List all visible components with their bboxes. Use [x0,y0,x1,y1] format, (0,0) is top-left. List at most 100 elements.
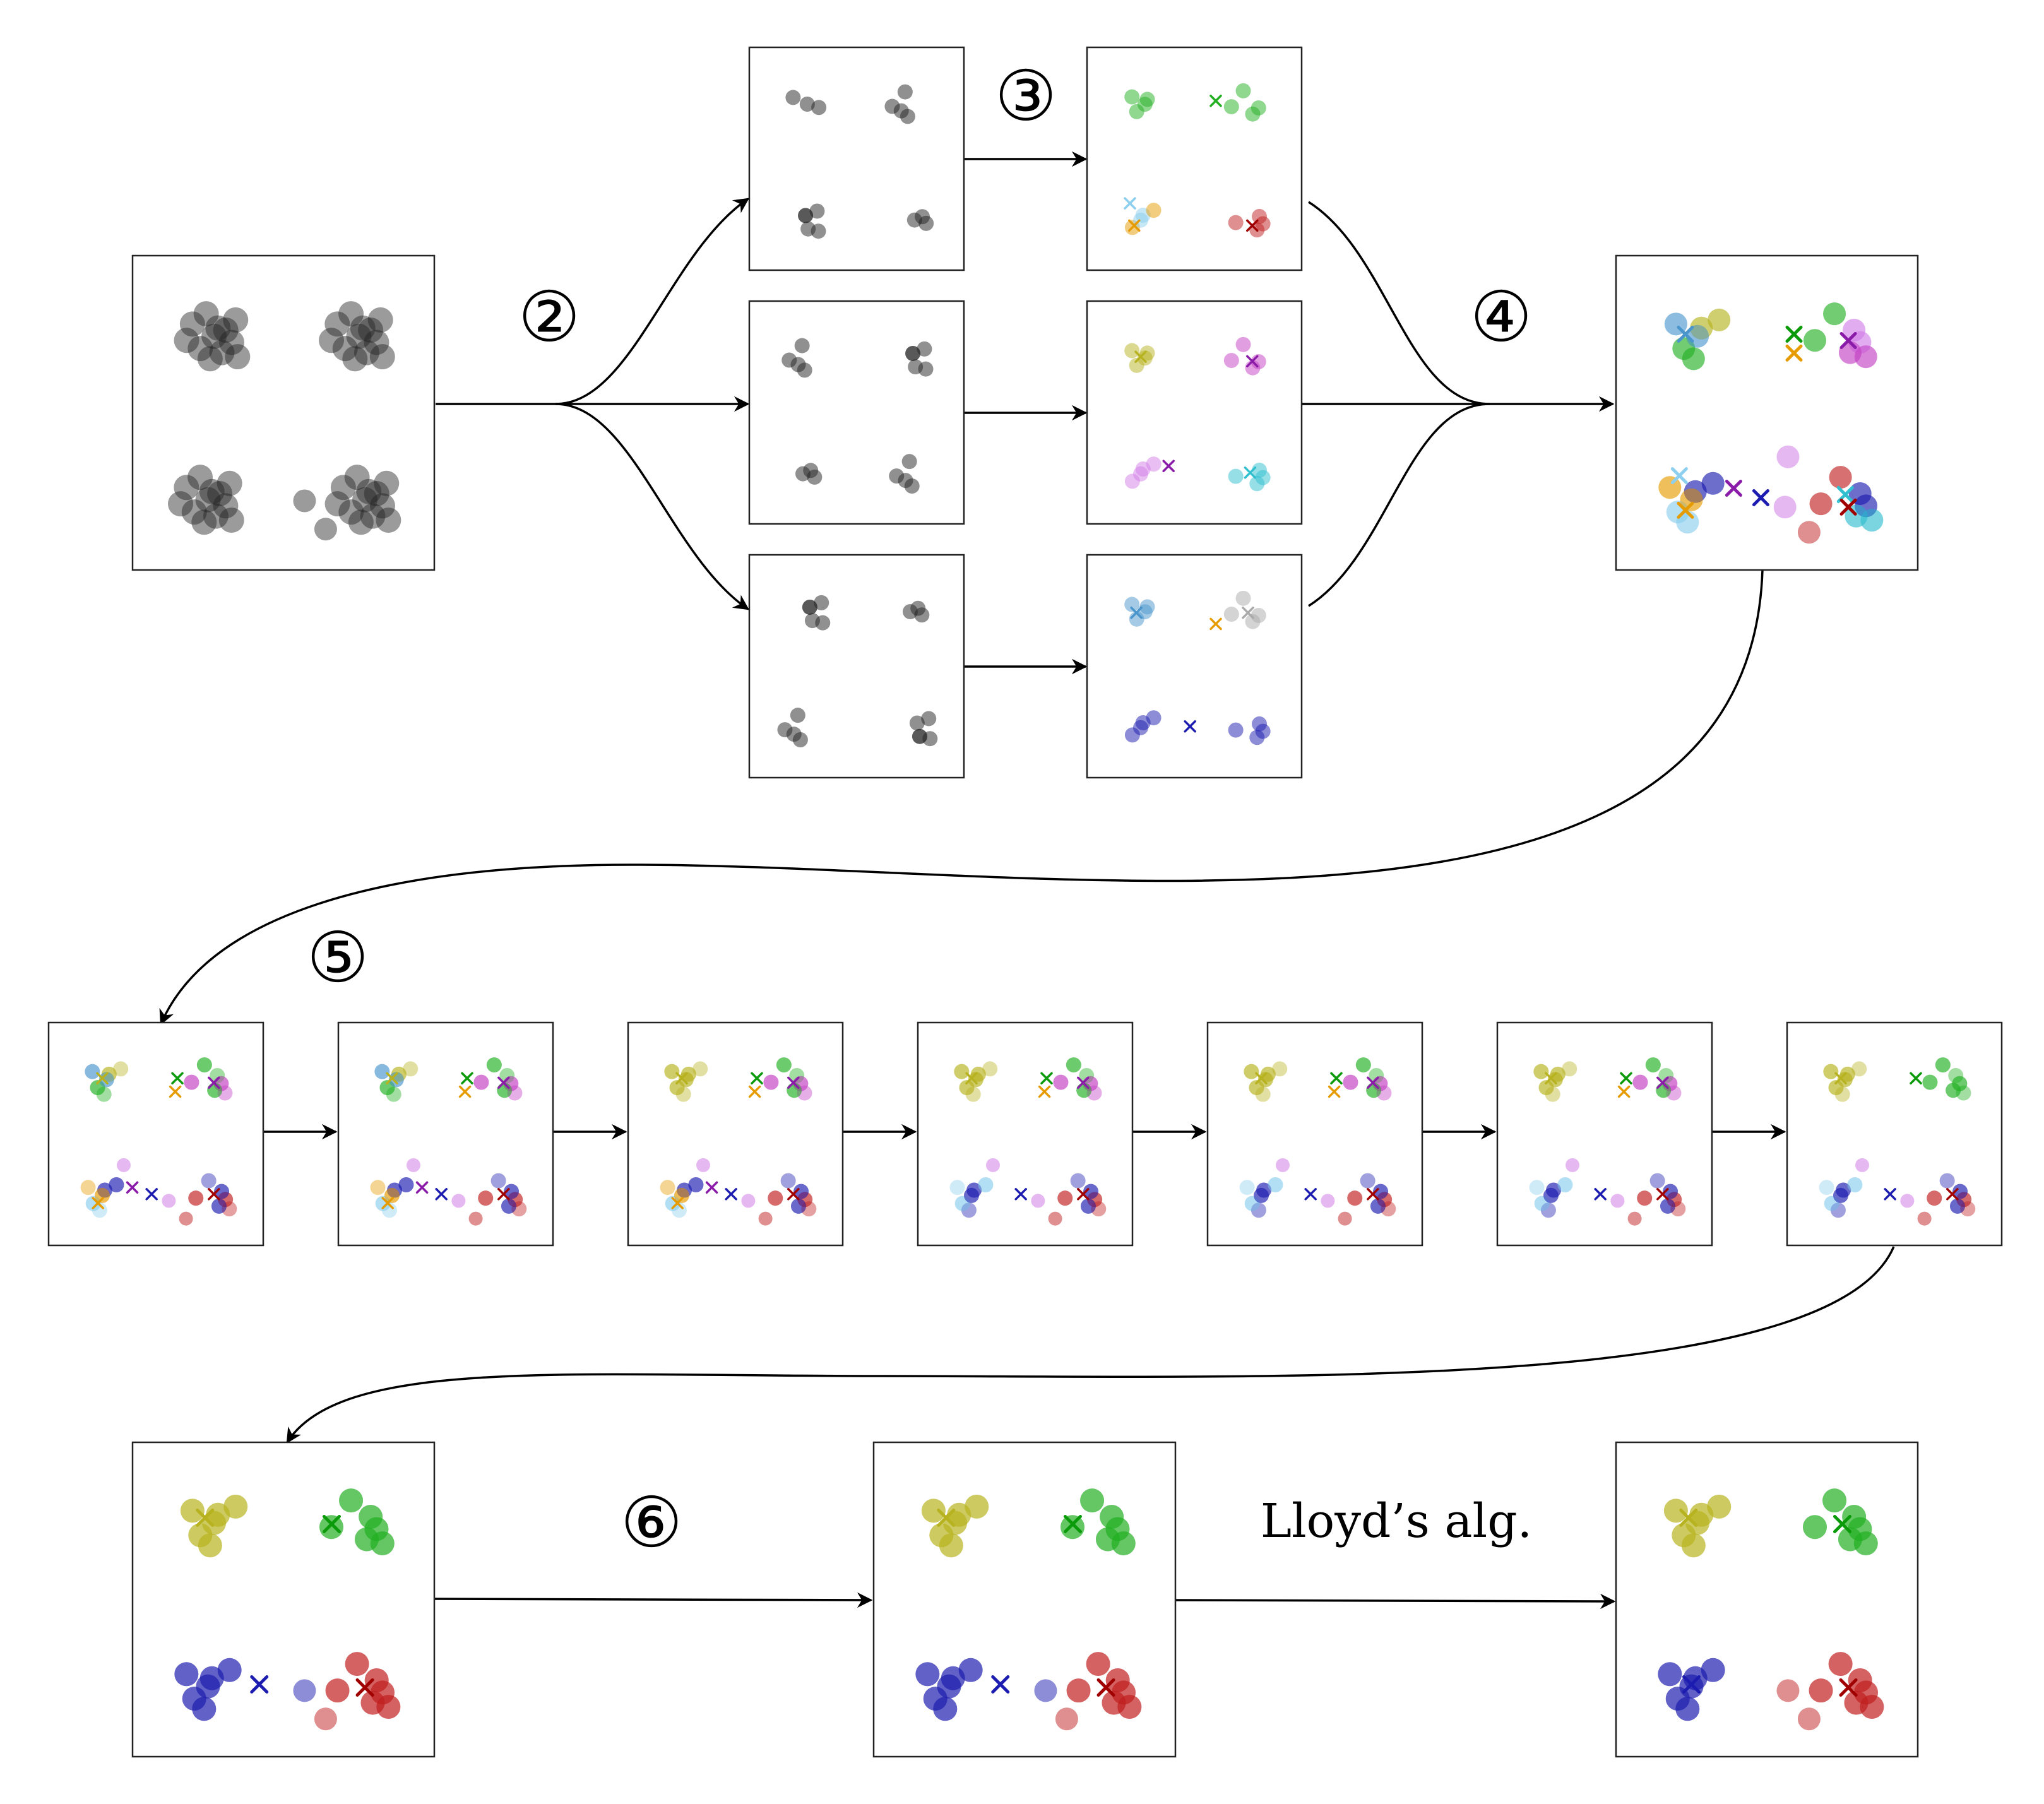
data-point [1627,1211,1642,1226]
data-point [354,1527,379,1552]
data-point [379,1080,395,1096]
data-point [1249,476,1265,492]
data-point [910,600,926,616]
data-point [665,1196,680,1211]
panel-frame [748,300,965,525]
data-point [1660,1198,1675,1214]
panel-frame [1615,254,1919,571]
panel-final-3 [1615,1441,1919,1758]
panel-reclustering-step-4 [917,1021,1134,1247]
data-point [1848,1668,1872,1692]
data-point [968,1072,983,1088]
data-point [901,454,917,470]
data-point [223,1494,248,1519]
data-point [1235,590,1251,606]
data-point [1853,1531,1878,1556]
centroid-marker [937,1509,956,1528]
data-point [364,329,389,355]
centroid-marker [1209,94,1222,107]
data-point [1534,1196,1550,1211]
data-point [1828,1652,1853,1676]
data-point [1666,1085,1682,1101]
centroid-marker [126,1181,139,1194]
data-point [1658,476,1682,499]
panels [47,46,2003,1758]
data-point [1053,1074,1069,1090]
data-point [1660,1198,1675,1214]
centroid-marker [1656,1188,1669,1201]
centroid-marker [1038,1085,1051,1098]
data-point [1256,1182,1272,1198]
data-point [912,728,927,744]
centroid-marker [671,1197,684,1209]
data-point [350,315,376,341]
data-point [1860,1695,1884,1719]
data-point [187,465,213,490]
data-point [1249,1080,1264,1096]
data-point [1086,1652,1110,1676]
data-point [96,1086,112,1102]
data-point [369,344,395,370]
centroid-marker [1040,1072,1053,1084]
centroid-marker [1677,326,1694,343]
data-point [1080,1488,1105,1513]
data-point [499,1068,515,1084]
centroid-marker [1620,1072,1632,1084]
data-point [1658,1662,1682,1687]
data-point [370,493,396,519]
centroid-marker [1785,344,1803,362]
panel-frame [748,46,965,271]
data-point [1823,302,1846,326]
data-point [1251,1202,1266,1218]
data-point [809,203,825,219]
data-point [358,317,384,343]
data-point [763,1074,779,1090]
data-point [192,1697,217,1721]
data-point [1854,1680,1879,1705]
data-point [1545,1086,1560,1102]
data-point [188,1190,204,1206]
data-point [1837,1072,1853,1088]
data-point [1239,1180,1255,1196]
data-point [793,1184,809,1199]
centroid-marker [145,1188,158,1201]
data-point [486,1057,502,1073]
data-point [1080,1198,1096,1214]
data-point [1946,1083,1961,1098]
data-point [388,1072,404,1088]
data-point [1245,106,1261,122]
data-point [933,1697,958,1721]
data-point [1546,1182,1562,1198]
centroid-marker [1545,1072,1557,1084]
data-point [473,1074,489,1090]
data-point [1360,1173,1376,1189]
data-point [1809,492,1833,516]
data-point [1105,1517,1130,1541]
data-point [915,1662,940,1687]
data-point [1079,1068,1095,1084]
data-point [388,1072,404,1088]
data-point [1557,1177,1573,1192]
centroid-marker [208,1076,220,1089]
data-point [1824,1196,1839,1211]
data-point [1690,316,1713,340]
data-point [674,1187,689,1203]
data-point [1927,1190,1942,1206]
centroid-marker [1946,1188,1959,1201]
data-point [677,1182,692,1198]
data-point [1939,1173,1955,1189]
data-point [1833,1187,1848,1203]
centroid-marker [92,1197,104,1209]
data-point [180,1498,205,1523]
data-point [1070,1173,1086,1189]
centroid-marker [1063,1514,1082,1533]
data-point [1066,1678,1091,1703]
data-point [201,323,227,349]
data-point [490,1173,506,1189]
centroid-marker [751,1072,763,1084]
data-point [1848,1517,1872,1541]
data-point [324,311,350,337]
data-point [1853,1531,1878,1556]
data-point [664,1064,680,1079]
data-point [1797,1707,1821,1731]
